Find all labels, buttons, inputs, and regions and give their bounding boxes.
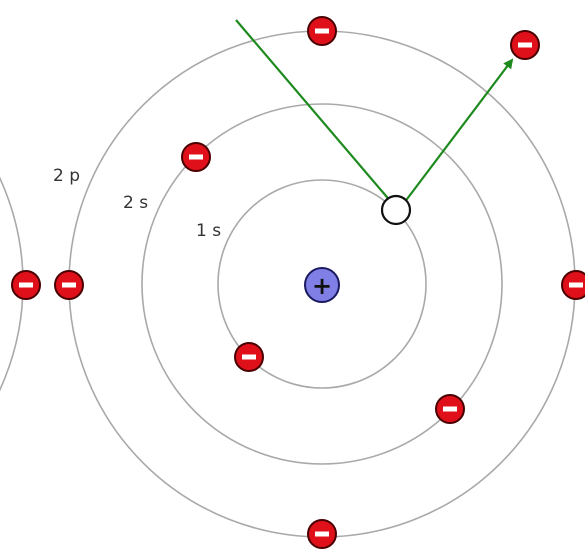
electron-icon — [307, 16, 337, 46]
electrons — [11, 16, 585, 549]
orbit-2s — [141, 103, 503, 465]
orbit-1s — [217, 179, 427, 389]
nucleus-circle — [304, 267, 340, 303]
electron-vacancy — [380, 194, 412, 226]
electron-icon — [181, 142, 211, 172]
electron-icon — [54, 270, 84, 300]
ejected-electron-arrow — [403, 58, 514, 204]
shell-label-1s: 1 s — [196, 221, 221, 241]
electron-icon — [234, 342, 264, 372]
electron-icon — [435, 394, 465, 424]
shell-label-2s: 2 s — [123, 193, 148, 213]
electron-icon — [11, 270, 41, 300]
electron-icon — [561, 270, 585, 300]
nucleus: + — [304, 267, 340, 303]
shell-label-2p: 2 p — [53, 166, 80, 186]
plus-icon: + — [312, 272, 332, 300]
electron-icon — [510, 30, 540, 60]
electron-icon — [307, 519, 337, 549]
incoming-particle-path — [235, 19, 393, 204]
